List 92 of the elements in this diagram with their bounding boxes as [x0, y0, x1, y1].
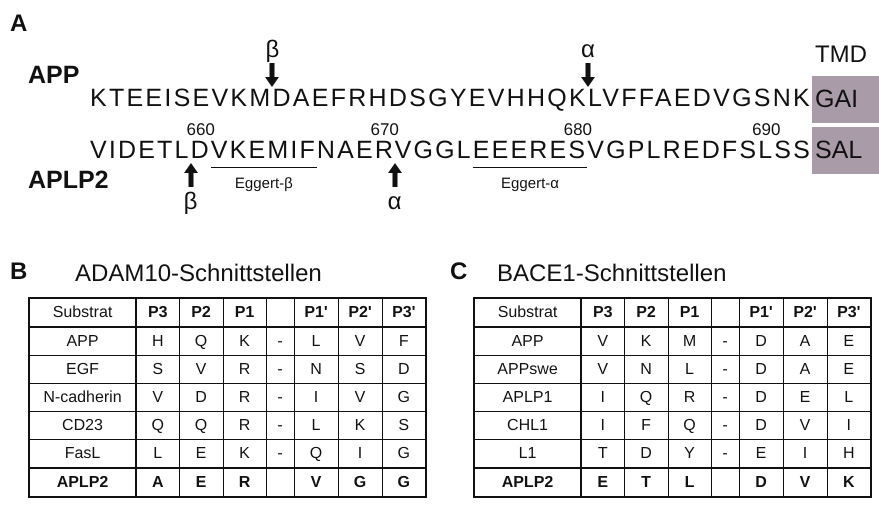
panel-letter: A [10, 12, 28, 36]
table-cell: N [294, 356, 338, 384]
table-cell: T [624, 468, 668, 497]
table-cell: APLP2 [474, 468, 581, 497]
residue-number: 670 [370, 121, 399, 138]
protein-name: APP [28, 63, 80, 88]
transmembrane-domain: SAL [812, 127, 879, 174]
site-label: β [266, 38, 280, 62]
table-cell: - [266, 384, 294, 412]
table-cell: APPswe [474, 356, 581, 384]
table-cell: N [624, 356, 668, 384]
table-cell: R [668, 384, 711, 412]
table-cell: D [179, 384, 223, 412]
table-cell: - [711, 356, 739, 384]
table-cell: E [179, 468, 223, 497]
table-cell: S [338, 356, 382, 384]
table-cell: APLP2 [29, 468, 136, 497]
table-cell: A [783, 327, 827, 356]
table-cell: Q [179, 327, 223, 356]
table-cell: - [711, 327, 739, 356]
table-cell: D [739, 327, 783, 356]
table-cell: CD23 [29, 412, 136, 440]
site-label: α [581, 38, 595, 62]
table-cell: F [382, 327, 426, 356]
table-cell: K [223, 327, 266, 356]
residue-number: 690 [752, 121, 780, 138]
table-cell: R [223, 412, 266, 440]
table-cell: Q [668, 412, 711, 440]
residue-number: 680 [564, 121, 592, 138]
table-cell: R [223, 384, 266, 412]
table-cell: V [136, 384, 179, 412]
table-cell: V [294, 468, 338, 497]
table-cell: D [739, 412, 783, 440]
table-cell: I [581, 384, 624, 412]
sequence: KTEEISEVKMDAEFRHDSGYEVHHQKLVFFAEDVGSNK [90, 86, 812, 111]
protein-name: APLP2 [28, 168, 109, 193]
table-cell: Q [179, 412, 223, 440]
residue-number: 660 [186, 121, 215, 138]
table-cell: L [668, 356, 711, 384]
table-title: ADAM10-Schnittstellen [75, 262, 322, 286]
table-cell: V [338, 384, 382, 412]
table-cell: L [294, 412, 338, 440]
transmembrane-domain: GAI [812, 76, 879, 123]
table-cell: APLP1 [474, 384, 581, 412]
table-cell: L [294, 327, 338, 356]
table-cell: N-cadherin [29, 384, 136, 412]
table-cell: APP [474, 327, 581, 356]
table-cell: I [581, 412, 624, 440]
panel-letter: B [10, 260, 28, 284]
table-cell: M [668, 327, 711, 356]
table-cell: K [338, 412, 382, 440]
table-title: BACE1-Schnittstellen [497, 262, 726, 286]
table-cell: Q [136, 412, 179, 440]
table-cell: - [711, 412, 739, 440]
table-cell: L [668, 468, 711, 497]
table-cell: G [338, 468, 382, 497]
table-cell: V [581, 356, 624, 384]
table-cell: A [136, 468, 179, 497]
table-cell: R [223, 468, 266, 497]
table-cell: R [223, 356, 266, 384]
table-cell: H [136, 327, 179, 356]
table-cell: Q [624, 384, 668, 412]
table-cell: V [338, 327, 382, 356]
region-label: Eggert-β [234, 176, 293, 191]
table-cell: E [783, 384, 827, 412]
table-cell: - [266, 327, 294, 356]
region-label: Eggert-α [501, 176, 559, 191]
table-cell: - [266, 356, 294, 384]
table-cell: F [624, 412, 668, 440]
site-label: α [388, 190, 402, 214]
table-cell: K [624, 327, 668, 356]
table-cell: S [136, 356, 179, 384]
table-cell: V [783, 468, 827, 497]
table-cell: A [783, 356, 827, 384]
table-cell: V [783, 412, 827, 440]
table-cell: D [739, 384, 783, 412]
table-cell: EGF [29, 356, 136, 384]
table-cell: D [739, 356, 783, 384]
table-cell: I [294, 384, 338, 412]
table-cell: V [581, 327, 624, 356]
sequence: VIDETLDVKEMIFNAERVGGLEEERESVGPLREDFSLSS [90, 138, 812, 163]
table-cell: D [739, 468, 783, 497]
domain-label: TMD [815, 43, 867, 67]
site-label: β [184, 190, 198, 214]
table-cell: V [179, 356, 223, 384]
table-cell: - [711, 384, 739, 412]
table-cell: - [266, 412, 294, 440]
table-cell: CHL1 [474, 412, 581, 440]
panel-letter: C [450, 260, 468, 284]
table-cell: E [581, 468, 624, 497]
table-cell: APP [29, 327, 136, 356]
table-cell: E [827, 327, 871, 356]
